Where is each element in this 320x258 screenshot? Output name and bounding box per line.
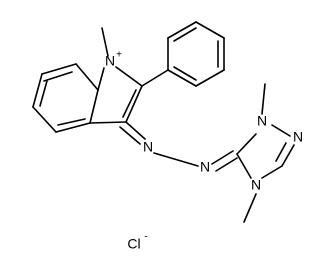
- bond: [89, 121, 127, 124]
- bond: [195, 21, 225, 39]
- atom-n-indolium: N: [105, 53, 115, 69]
- triazole-ring: [236, 83, 295, 223]
- bond-n-methyl: [101, 27, 109, 57]
- bond: [89, 89, 99, 124]
- bond: [75, 63, 99, 91]
- bond-exocyclic-double: [119, 126, 141, 145]
- phenyl-ring: [141, 21, 225, 87]
- bond: [55, 122, 91, 133]
- bond-exocyclic-double: [211, 150, 234, 165]
- bond-double-inner: [39, 80, 48, 107]
- bond: [41, 63, 77, 75]
- bond: [236, 133, 257, 155]
- bond-double-inner: [57, 118, 86, 126]
- bond-double-inner: [173, 66, 197, 81]
- atom-n-triazole-1: N: [257, 113, 267, 129]
- bond-double-inner: [122, 89, 137, 118]
- bond-exocyclic-double: [215, 157, 238, 172]
- atom-n-triazole-2: N: [293, 129, 303, 145]
- bond-double: [281, 144, 295, 167]
- benzo-ring: [32, 63, 99, 133]
- bond: [261, 165, 283, 179]
- bond: [271, 124, 291, 137]
- bond-double-inner: [275, 142, 287, 162]
- bond: [32, 106, 57, 133]
- bond-double-inner: [43, 71, 73, 82]
- charge-plus: +: [116, 50, 122, 61]
- bond: [167, 69, 197, 87]
- bond: [97, 67, 105, 91]
- bond: [125, 85, 143, 123]
- bond: [32, 73, 43, 108]
- bond-n-methyl: [261, 83, 266, 115]
- bond: [167, 21, 197, 39]
- atom-n-azo-2: N: [200, 159, 210, 175]
- bond-n-methyl: [243, 193, 257, 223]
- bond: [236, 153, 252, 179]
- hydrazone-linkage: [119, 121, 238, 172]
- bond: [153, 152, 199, 167]
- chloride-label: Cl: [127, 236, 140, 252]
- bond: [141, 69, 169, 87]
- bond: [195, 69, 225, 87]
- bond: [115, 66, 143, 87]
- atom-n-azo-1: N: [143, 139, 153, 155]
- charge-minus: -: [144, 232, 147, 243]
- atom-n-triazole-4: N: [251, 177, 261, 193]
- bond-exocyclic-double: [125, 121, 146, 140]
- pyrrolium-ring: [89, 27, 143, 124]
- bond-double-inner: [173, 27, 197, 42]
- atom-labels: N + N N N N N: [105, 50, 303, 193]
- counterion: Cl -: [127, 232, 147, 252]
